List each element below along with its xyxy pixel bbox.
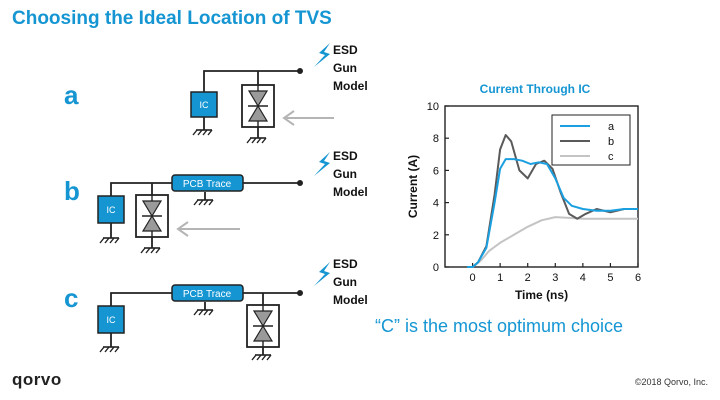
pcb-trace-c: PCB Trace bbox=[171, 284, 244, 302]
x-axis-ticks: 0 1 2 3 4 5 6 bbox=[470, 263, 641, 284]
esd-node-dot bbox=[297, 290, 303, 296]
esd-line-3: Model bbox=[333, 185, 368, 199]
ground-icon bbox=[251, 354, 272, 361]
y-tick-label: 10 bbox=[427, 101, 439, 113]
pcb-trace-label-b: PCB Trace bbox=[183, 179, 232, 190]
slide-title: Choosing the Ideal Location of TVS bbox=[12, 8, 332, 29]
tvs-diode-icon bbox=[246, 304, 280, 348]
esd-line-3: Model bbox=[333, 79, 368, 93]
esd-line-2: Gun bbox=[333, 167, 357, 181]
pcb-trace-label-c: PCB Trace bbox=[183, 289, 232, 300]
esd-line-3: Model bbox=[333, 293, 368, 307]
esd-gun-model-label-a: ESD Gun Model bbox=[333, 41, 368, 95]
ground-icon bbox=[99, 346, 120, 353]
lightning-bolt-icon bbox=[314, 152, 330, 176]
chart-title: Current Through IC bbox=[480, 82, 591, 96]
ground-icon bbox=[246, 137, 267, 144]
circuit-c-letter: c bbox=[64, 283, 79, 313]
qorvo-logo: qorvo bbox=[12, 370, 62, 389]
esd-node-dot bbox=[297, 68, 303, 74]
ic-label-a: IC bbox=[200, 100, 210, 110]
tvs-diode-icon bbox=[135, 194, 169, 238]
lightning-bolt-icon bbox=[314, 262, 330, 286]
circuit-c-wires bbox=[110, 292, 300, 355]
esd-line-2: Gun bbox=[333, 275, 357, 289]
pcb-trace-b: PCB Trace bbox=[171, 174, 244, 192]
esd-gun-model-label-c: ESD Gun Model bbox=[333, 255, 368, 309]
esd-line-1: ESD bbox=[333, 43, 358, 57]
lightning-bolt-icon bbox=[314, 43, 330, 67]
x-axis-label: Time (ns) bbox=[515, 288, 568, 302]
circuit-b: IC PCB Trace bbox=[97, 152, 330, 254]
copyright-text: ©2018 Qorvo, Inc. bbox=[634, 377, 708, 387]
x-tick-label: 5 bbox=[607, 272, 613, 284]
tvs-placement-schematics: IC IC PCB Trace bbox=[97, 43, 334, 361]
x-tick-label: 6 bbox=[635, 272, 641, 284]
series-lines bbox=[467, 134, 638, 268]
ground-icon bbox=[193, 199, 214, 206]
legend-label-c: c bbox=[608, 151, 614, 163]
ground-icon bbox=[193, 309, 214, 316]
ic-block-c bbox=[97, 305, 125, 334]
x-tick-label: 1 bbox=[497, 272, 503, 284]
x-tick-label: 0 bbox=[470, 272, 476, 284]
ic-label-b: IC bbox=[107, 205, 117, 215]
arrow-left-icon bbox=[176, 221, 240, 237]
y-axis-label: Current (A) bbox=[406, 155, 420, 218]
ground-icon bbox=[140, 247, 161, 254]
series-line-c bbox=[467, 216, 638, 268]
circuit-b-letter: b bbox=[64, 176, 80, 206]
y-tick-label: 8 bbox=[433, 133, 439, 145]
x-tick-label: 2 bbox=[525, 272, 531, 284]
y-axis-ticks: 0 2 4 6 8 10 bbox=[427, 101, 449, 274]
series-line-a bbox=[467, 158, 638, 268]
circuit-a-letter: a bbox=[64, 80, 79, 110]
esd-line-2: Gun bbox=[333, 61, 357, 75]
esd-node-dot bbox=[297, 180, 303, 186]
y-tick-label: 2 bbox=[433, 230, 439, 242]
legend-label-a: a bbox=[608, 121, 615, 133]
ic-block-a bbox=[190, 91, 218, 118]
esd-gun-model-label-b: ESD Gun Model bbox=[333, 147, 368, 201]
x-tick-label: 3 bbox=[552, 272, 558, 284]
ground-icon bbox=[99, 237, 120, 244]
legend-label-b: b bbox=[608, 136, 614, 148]
y-tick-label: 6 bbox=[433, 165, 439, 177]
x-tick-label: 4 bbox=[580, 272, 586, 284]
y-tick-label: 0 bbox=[433, 262, 439, 274]
circuit-a: IC bbox=[190, 43, 334, 144]
ic-block-b bbox=[97, 195, 125, 224]
ic-label-c: IC bbox=[107, 315, 117, 325]
circuit-b-wires bbox=[110, 182, 300, 248]
ground-icon bbox=[192, 129, 213, 136]
y-tick-label: 4 bbox=[433, 198, 439, 210]
circuit-c: IC PCB Trace bbox=[97, 262, 330, 361]
tvs-diode-icon bbox=[241, 84, 275, 128]
arrow-left-icon bbox=[282, 110, 334, 126]
legend: abc bbox=[551, 114, 631, 166]
circuit-a-wires bbox=[203, 70, 300, 138]
conclusion-text: “C” is the most optimum choice bbox=[375, 316, 624, 336]
current-through-ic-chart: Current Through IC 0 2 4 6 8 10 0 1 2 3 4 5 6 abc T… bbox=[406, 82, 641, 302]
esd-line-1: ESD bbox=[333, 149, 358, 163]
plot-frame bbox=[444, 105, 639, 268]
esd-line-1: ESD bbox=[333, 257, 358, 271]
